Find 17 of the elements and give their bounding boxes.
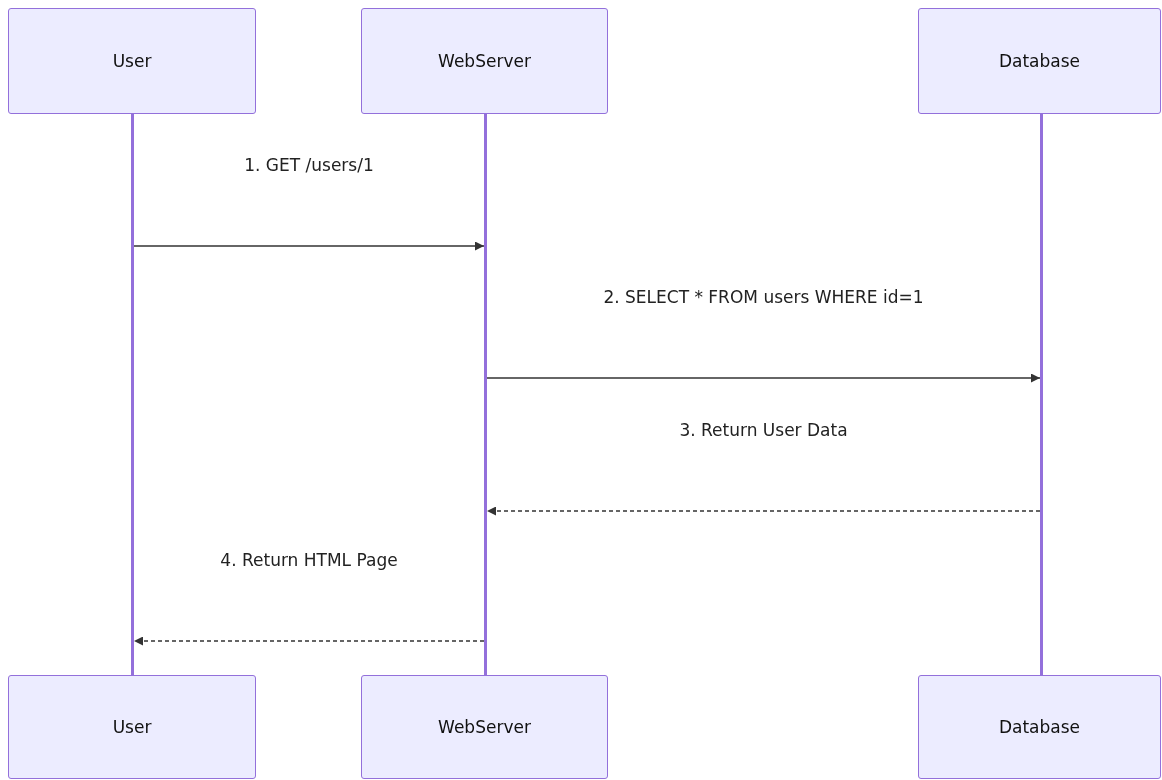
message-arrow <box>486 506 1041 516</box>
lifeline <box>484 114 487 675</box>
participant-box: WebServer <box>361 675 608 779</box>
participant-box: Database <box>918 8 1161 114</box>
edge-label: 4. Return HTML Page <box>220 550 398 570</box>
edge-label: 3. Return User Data <box>679 420 848 440</box>
edge-label: 1. GET /users/1 <box>244 155 374 175</box>
participant-box: WebServer <box>361 8 608 114</box>
lifeline <box>131 114 134 675</box>
lifeline <box>1040 114 1043 675</box>
edge-label: 2. SELECT * FROM users WHERE id=1 <box>603 287 924 307</box>
participant-box: User <box>8 675 256 779</box>
message-arrow <box>133 241 485 251</box>
message-arrow <box>133 636 485 646</box>
participant-box: User <box>8 8 256 114</box>
message-arrow <box>486 373 1041 383</box>
participant-box: Database <box>918 675 1161 779</box>
